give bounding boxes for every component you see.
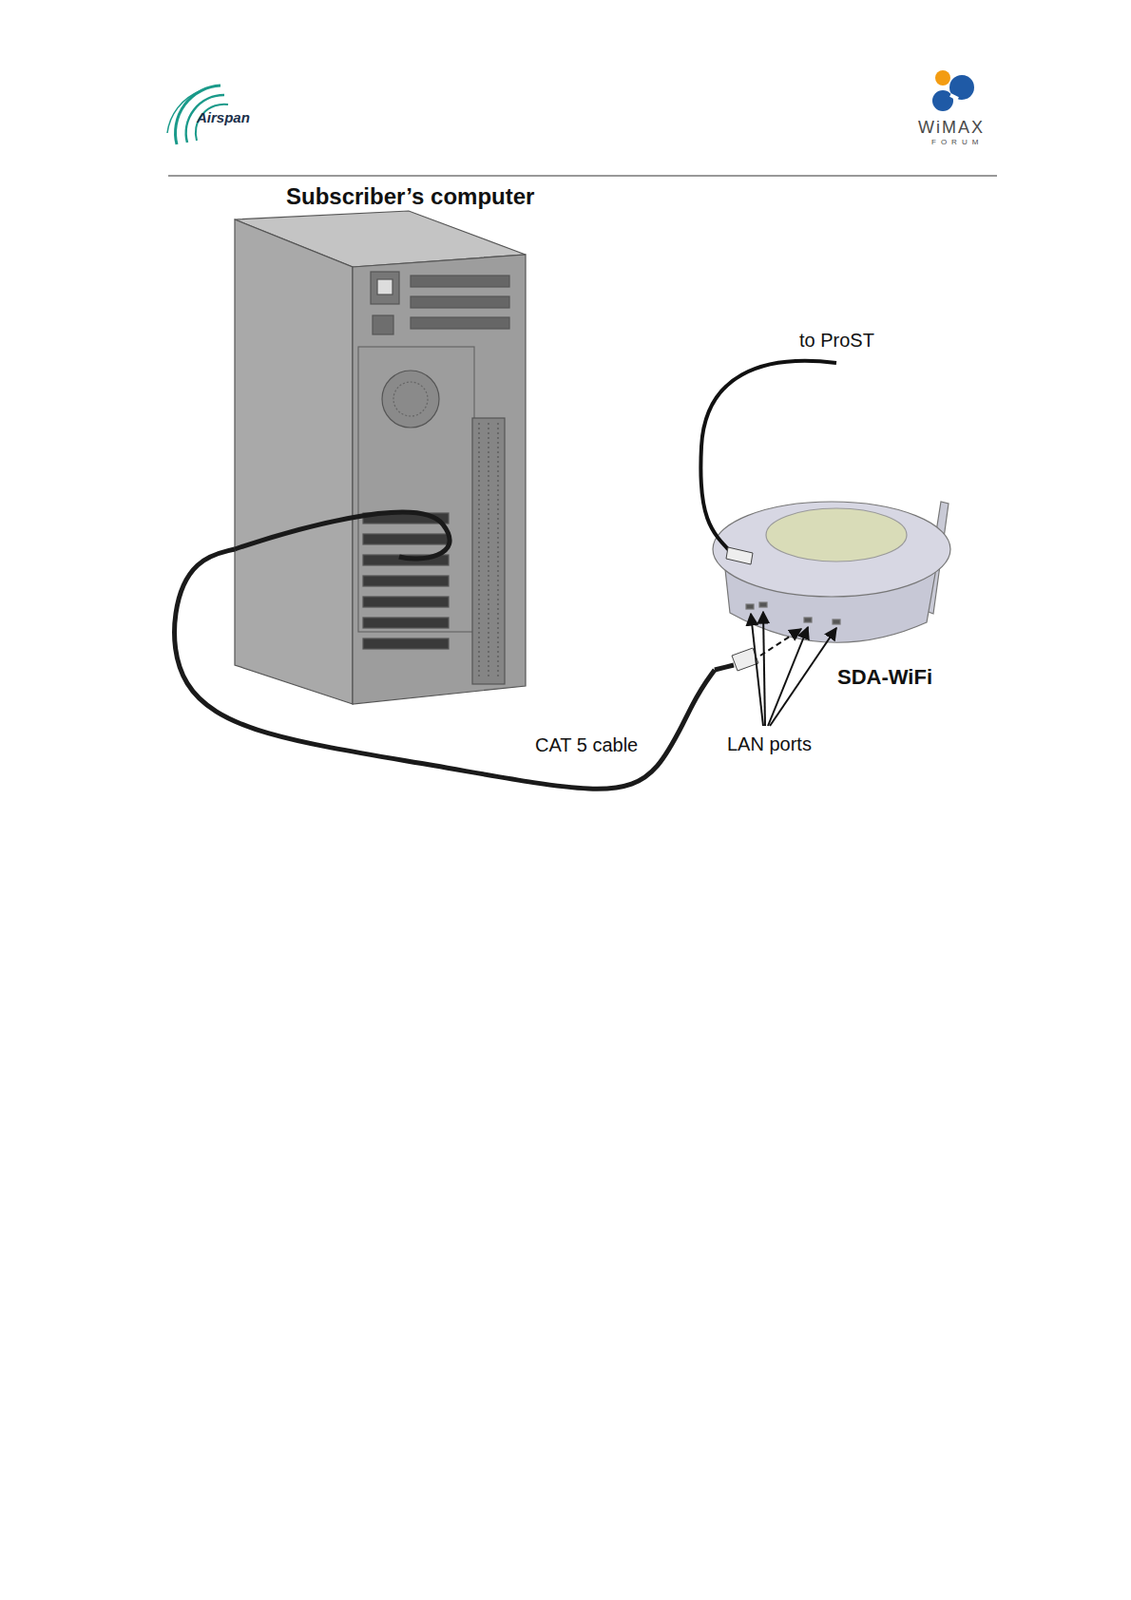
edge-label: CAT 5 cable bbox=[533, 734, 640, 757]
logo-text: Airspan bbox=[196, 109, 250, 126]
computer-tower bbox=[234, 210, 526, 705]
cable bbox=[714, 665, 734, 671]
logo-text: WiMAX bbox=[918, 117, 985, 138]
cat5-cable bbox=[174, 549, 715, 789]
logo-text: FORUM bbox=[931, 137, 983, 147]
callout-label: LAN ports bbox=[727, 733, 812, 756]
rj45-plug bbox=[726, 547, 753, 565]
sda-wifi-device bbox=[712, 501, 951, 643]
node-heading: SDA-WiFi bbox=[837, 665, 933, 690]
leader-arrow bbox=[750, 612, 837, 727]
cable bbox=[234, 512, 450, 559]
node-heading: Subscriber’s computer bbox=[286, 183, 535, 211]
device-node: SDA-WiFi bbox=[714, 494, 956, 693]
cable bbox=[700, 361, 837, 554]
header-rule bbox=[168, 174, 997, 176]
wimax-logo bbox=[932, 70, 975, 112]
callout-label: to ProST bbox=[799, 329, 875, 352]
computer-node: Subscriber’s computer bbox=[234, 180, 538, 705]
